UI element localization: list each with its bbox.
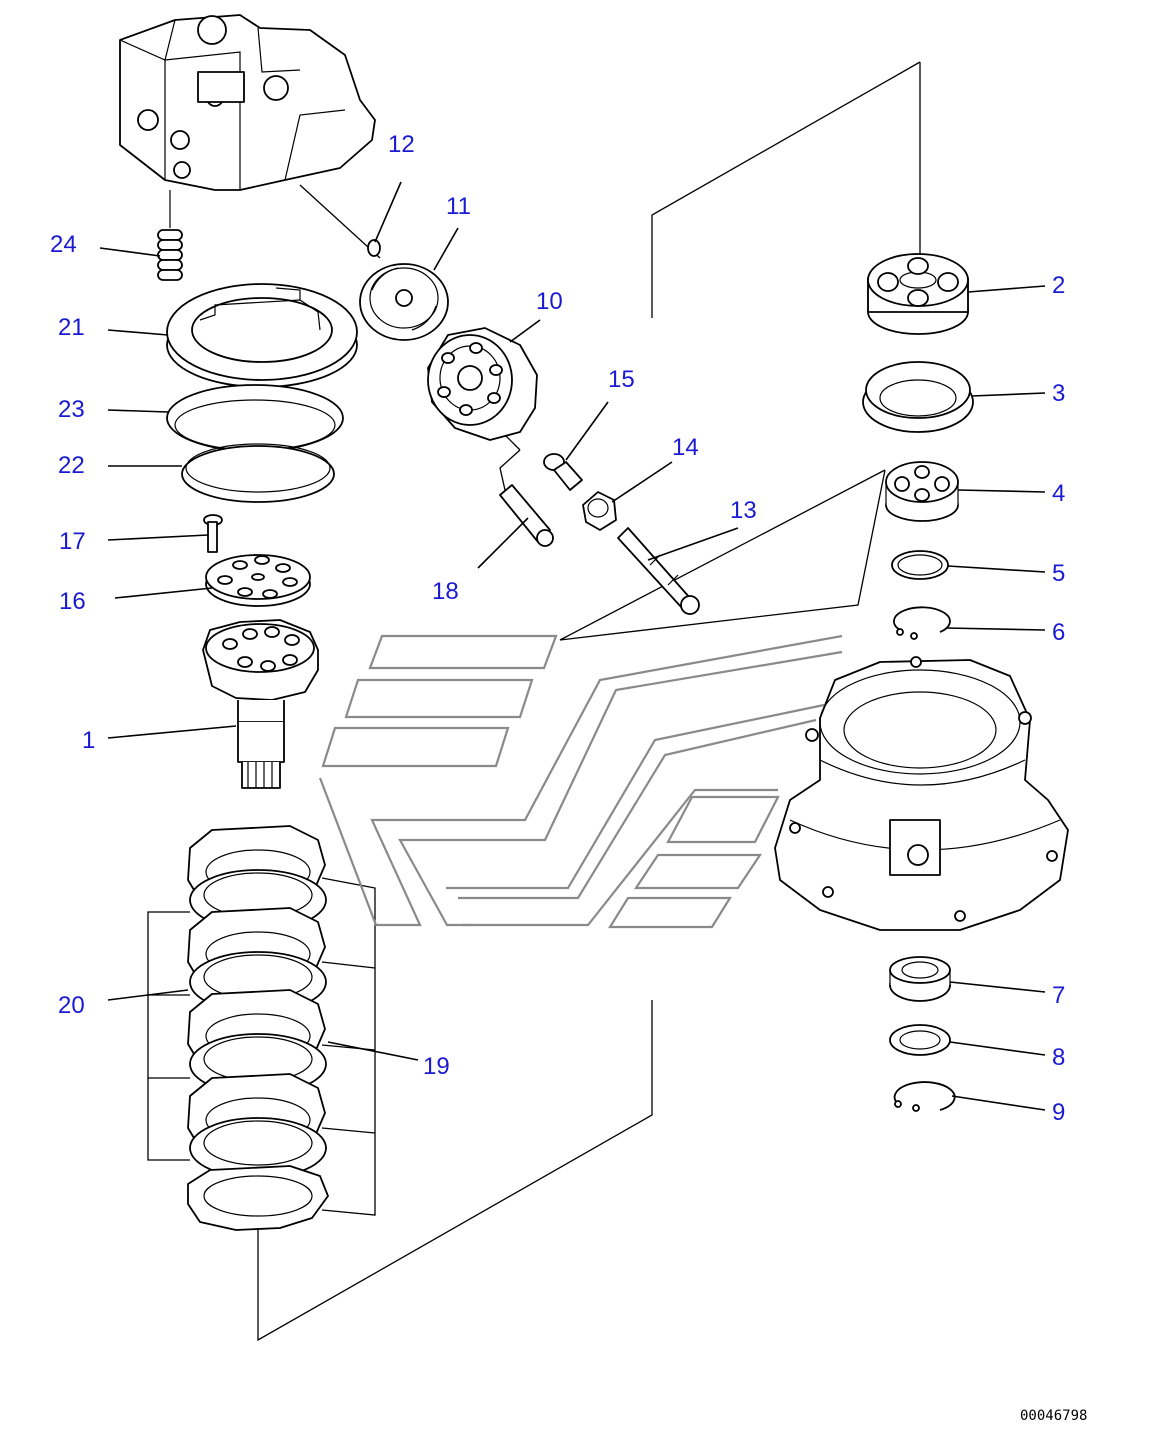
part-13-spool: [617, 527, 700, 615]
callout-11[interactable]: 11: [446, 193, 471, 220]
part-10-cylinder-block: [427, 327, 538, 441]
callout-15[interactable]: 15: [608, 366, 635, 393]
callout-13[interactable]: 13: [730, 497, 757, 524]
callout-6[interactable]: 6: [1052, 619, 1065, 646]
assembly-frame-lines: [147, 61, 921, 1342]
part-23-oring: [166, 384, 344, 452]
callout-3[interactable]: 3: [1052, 380, 1065, 407]
valve-body-housing: [119, 14, 376, 228]
callout-9[interactable]: 9: [1052, 1099, 1065, 1126]
part-2-bearing: [867, 253, 969, 335]
callout-4[interactable]: 4: [1052, 480, 1065, 507]
callout-14[interactable]: 14: [672, 434, 699, 461]
part-5-ring: [891, 550, 949, 580]
part-22-oring: [181, 443, 335, 503]
part-4-bearing: [885, 461, 959, 522]
callout-19[interactable]: 19: [423, 1053, 450, 1080]
part-6-snap-ring: [893, 606, 951, 640]
callout-labels: 1 2 3 4 5 6 7 8 9 10 11 12 13 14 15 16 1…: [50, 131, 1065, 1126]
part-1-shaft: [202, 619, 319, 789]
callout-2[interactable]: 2: [1052, 272, 1065, 299]
callout-21[interactable]: 21: [58, 314, 85, 341]
callout-8[interactable]: 8: [1052, 1044, 1065, 1071]
part-17-bolt: [203, 514, 223, 553]
part-11-valve-plate: [359, 239, 449, 341]
part-15-spring: [543, 453, 583, 491]
callout-17[interactable]: 17: [59, 528, 86, 555]
part-9-snap-ring: [893, 1081, 956, 1112]
callout-1[interactable]: 1: [82, 727, 95, 754]
callout-24[interactable]: 24: [50, 231, 77, 258]
callout-12[interactable]: 12: [388, 131, 415, 158]
callout-7[interactable]: 7: [1052, 982, 1065, 1009]
part-21-brake-piston: [166, 283, 358, 388]
callout-20[interactable]: 20: [58, 992, 85, 1019]
part-8-ring: [889, 1024, 951, 1056]
part-14-collar: [582, 491, 617, 531]
part-3-seal: [862, 361, 974, 433]
motor-housing: [774, 656, 1069, 931]
drawing-reference-code: 00046798: [1020, 1408, 1087, 1424]
callout-16[interactable]: 16: [59, 588, 86, 615]
part-16-retainer-plate: [205, 554, 311, 607]
part-7-bearing: [889, 956, 951, 1002]
callout-5[interactable]: 5: [1052, 560, 1065, 587]
callout-18[interactable]: 18: [432, 578, 459, 605]
part-18-piston: [499, 484, 554, 547]
leader-lines: [99, 181, 1046, 1111]
callout-10[interactable]: 10: [536, 288, 563, 315]
callout-23[interactable]: 23: [58, 396, 85, 423]
brake-plate-stack: [187, 825, 329, 1231]
callout-22[interactable]: 22: [58, 452, 85, 479]
watermark-logo: [318, 634, 843, 929]
part-24-spring: [157, 229, 183, 281]
